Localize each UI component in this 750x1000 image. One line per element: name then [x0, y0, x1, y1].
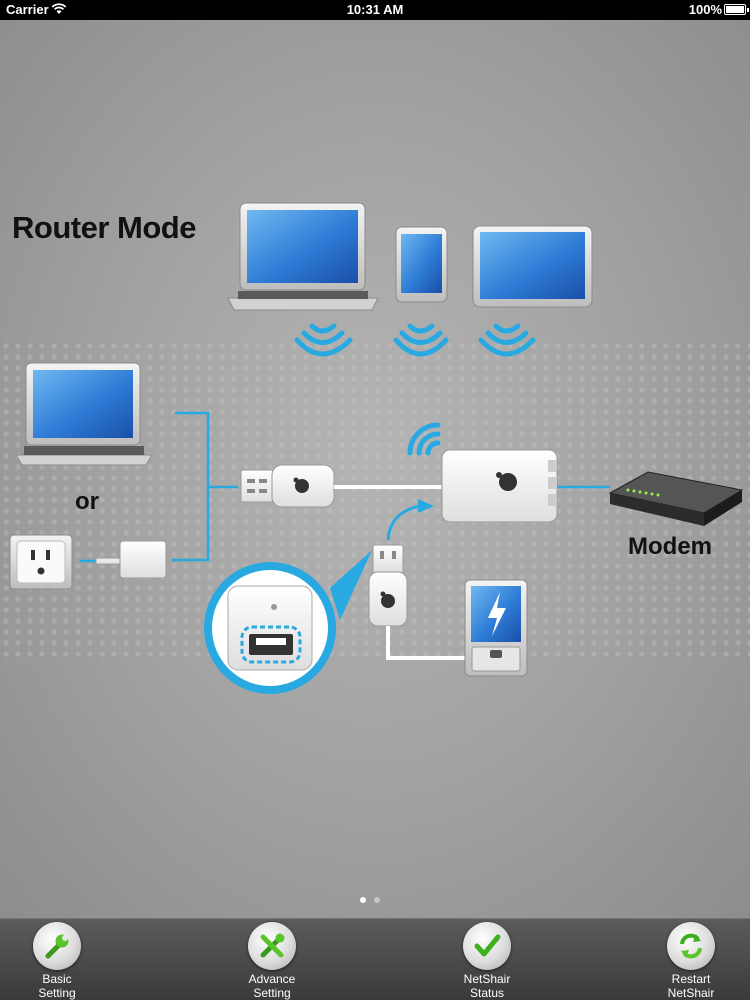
- restart-netshair-label-line2: NetShair: [667, 986, 715, 1000]
- netshair-router-icon: [441, 449, 558, 523]
- tools-icon: [248, 922, 296, 970]
- status-bar: Carrier 10:31 AM 100%: [0, 0, 750, 20]
- basic-setting-label-line2: Setting: [38, 986, 76, 1000]
- clock: 10:31 AM: [346, 2, 404, 17]
- router-wifi-icon: [407, 422, 441, 456]
- battery-percent: 100%: [688, 2, 722, 17]
- netshair-status-label-line2: Status: [469, 986, 505, 1000]
- bottom-toolbar: Basic Setting Advance Setting NetShair S…: [0, 918, 750, 1000]
- page-dot-1[interactable]: [360, 897, 366, 903]
- restart-netshair-label-line1: Restart: [671, 972, 711, 986]
- advance-setting-label-line1: Advance: [248, 972, 296, 986]
- tablet-icon: [472, 225, 593, 308]
- smartphone-icon: [395, 226, 448, 303]
- usb-plug-icon: [240, 464, 335, 508]
- wall-outlet-icon: [9, 534, 73, 590]
- wrench-icon: [33, 922, 81, 970]
- battery-icon: [724, 4, 749, 15]
- page-dot-2[interactable]: [374, 897, 380, 903]
- basic-setting-label-line1: Basic: [42, 972, 72, 986]
- restart-netshair-button[interactable]: Restart NetShair: [636, 919, 746, 1000]
- or-label: or: [75, 488, 99, 515]
- wifi-waves: [294, 323, 536, 357]
- usb-port-closeup: [204, 550, 372, 694]
- modem-label: Modem: [628, 533, 712, 560]
- basic-setting-button[interactable]: Basic Setting: [2, 919, 112, 1000]
- advance-setting-button[interactable]: Advance Setting: [217, 919, 327, 1000]
- netshair-status-label-line1: NetShair: [463, 972, 511, 986]
- checkmark-icon: [463, 922, 511, 970]
- netshair-status-button[interactable]: NetShair Status: [432, 919, 542, 1000]
- page-title: Router Mode: [12, 210, 196, 245]
- wifi-icon: [51, 3, 67, 14]
- carrier-label: Carrier: [6, 2, 49, 17]
- advance-setting-label-line2: Setting: [253, 986, 291, 1000]
- router-mode-diagram: [9, 202, 744, 694]
- modem-icon: [608, 471, 744, 526]
- page-control[interactable]: [360, 897, 380, 903]
- laptop-icon: [15, 362, 153, 466]
- usb-plug-icon: [368, 544, 408, 627]
- router-mode-diagram-page[interactable]: Router Mode or Modem: [0, 20, 750, 918]
- arrow: [386, 504, 421, 541]
- restart-icon: [667, 922, 715, 970]
- laptop-icon: [227, 202, 379, 311]
- power-adapter-icon: [95, 540, 167, 579]
- charging-phone-icon: [464, 579, 528, 677]
